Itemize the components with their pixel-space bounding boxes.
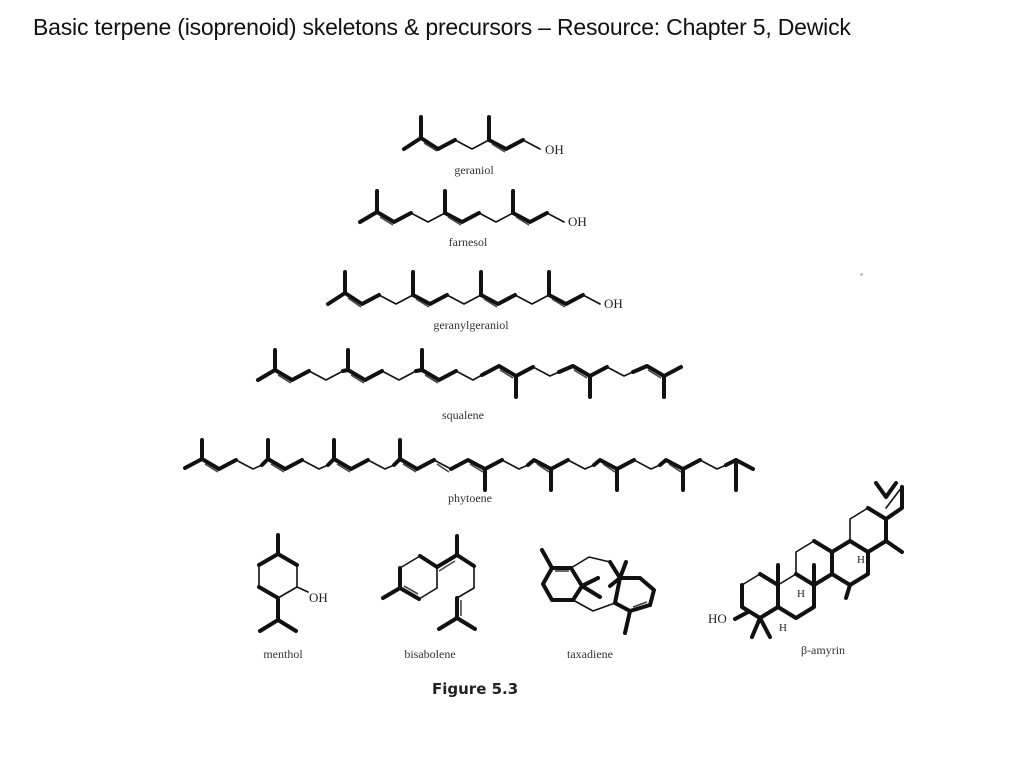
- geranylgeraniol-oh-label: OH: [604, 296, 623, 311]
- beta-amyrin-ho-label: HO: [708, 611, 727, 626]
- beta-amyrin-h-label-3: H: [857, 554, 865, 566]
- beta-amyrin-h-label-1: H: [779, 622, 787, 634]
- phytoene-structure: [183, 438, 755, 492]
- beta-amyrin-h-label-2: H: [797, 588, 805, 600]
- farnesol-structure: [358, 189, 565, 226]
- scan-speck: [860, 273, 863, 276]
- squalene-label: squalene: [442, 408, 484, 422]
- menthol-structure: [257, 533, 309, 633]
- beta-amyrin-label: β-amyrin: [800, 643, 846, 657]
- menthol-oh-label: OH: [309, 590, 328, 605]
- taxadiene-structure: [540, 548, 656, 635]
- squalene-structure: [256, 348, 683, 399]
- geraniol-oh-label: OH: [545, 142, 564, 157]
- figure-caption: Figure 5.3: [432, 680, 519, 698]
- phytoene-label: phytoene: [448, 491, 492, 505]
- bisabolene-structure: [381, 534, 477, 631]
- geraniol-label: geraniol: [454, 163, 494, 177]
- menthol-label: menthol: [263, 647, 303, 661]
- beta-amyrin-structure: [733, 481, 904, 639]
- geranylgeraniol-label: geranylgeraniol: [433, 318, 509, 332]
- bisabolene-label: bisabolene: [404, 647, 456, 661]
- farnesol-oh-label: OH: [568, 214, 587, 229]
- farnesol-label: farnesol: [448, 235, 488, 249]
- geraniol-structure: [402, 115, 541, 153]
- slide-title: Basic terpene (isoprenoid) skeletons & p…: [33, 14, 851, 40]
- taxadiene-label: taxadiene: [567, 647, 613, 661]
- geranylgeraniol-structure: [326, 270, 601, 308]
